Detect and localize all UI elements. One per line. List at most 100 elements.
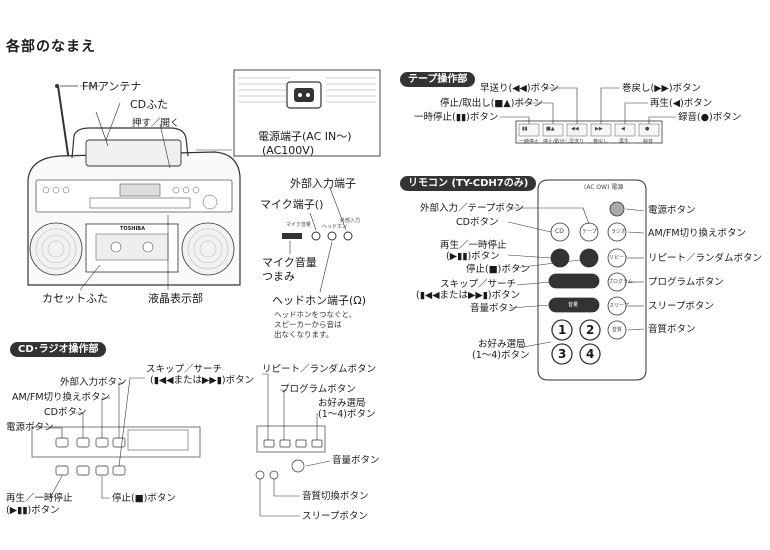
headphone-icon: Ω (353, 294, 362, 307)
cd-repeat-label: リピート／ランダムボタン (262, 364, 377, 375)
cd-ext-input-label: 外部入力ボタン (60, 377, 127, 388)
headphone-note-3: 出なくなります。 (274, 330, 334, 339)
remote-header-label: (AC OW) 電源 (584, 184, 624, 191)
remote-repeat-label: リピート／ランダムボタン (648, 253, 763, 264)
label-ext-input-terminal: 外部入力端子 (290, 177, 356, 190)
cd-play-pause-button[interactable] (56, 466, 68, 475)
remote-ext-tape-label: 外部入力／テープボタン (420, 203, 524, 214)
remote-sleep-label: スリープボタン (648, 301, 714, 312)
page-title: 各部のなまえ (6, 39, 96, 55)
remote-sound-label: 音質ボタン (648, 324, 696, 335)
brand-logo: TOSHIBA (120, 226, 145, 232)
headphone-note-2: スピーカーから音は (274, 320, 342, 329)
label-headphone-text: ヘッドホン端子( (272, 294, 354, 307)
remote-section-title: リモコン (TY-CDH7のみ) (400, 176, 537, 191)
remote-skip-label-1: スキップ／サーチ (440, 279, 517, 290)
remote-skip-label-2: (▮◀◀または▶▶▮)ボタン (416, 290, 521, 301)
remote-skip-button[interactable] (549, 274, 599, 288)
remote-preset-3[interactable]: 3 (558, 347, 567, 361)
remote-power-label: 電源ボタン (648, 205, 696, 216)
remote-stop-button[interactable] (580, 249, 598, 267)
cd-fav-label-2: (1〜4)ボタン (318, 409, 376, 420)
label-mic-terminal-end: ) (319, 198, 324, 211)
label-headphone-terminal: ヘッドホン端子(Ω) (272, 294, 366, 307)
cd-stop-button[interactable] (96, 466, 108, 475)
remote-preset-4[interactable]: 4 (586, 347, 595, 361)
remote-amfm-label: AM/FM切り換えボタン (648, 228, 747, 239)
remote-volume-button[interactable]: 音量 (568, 302, 579, 308)
label-power-terminal-1: 電源端子(AC IN〜) (258, 130, 352, 143)
remote-tape-button[interactable]: テープ (582, 229, 597, 235)
label-power-terminal-2: (AC100V) (262, 144, 315, 157)
label-headphone-end: ) (361, 294, 366, 307)
remote-preset-2[interactable]: 2 (586, 323, 595, 337)
cd-cd-button[interactable] (77, 438, 89, 447)
tape-record-button[interactable]: ● (645, 126, 650, 132)
remote-repeat-button[interactable]: リピート (609, 255, 630, 261)
label-mic-volume-2: つまみ (262, 270, 295, 283)
tape-stop-eject-button[interactable]: ■▲ (546, 126, 555, 132)
cd-sound-label: 音質切換ボタン (302, 491, 369, 502)
remote-radio-button[interactable]: ラジオ (611, 229, 626, 235)
tape-rewind-button[interactable]: ▶▶ (595, 126, 603, 132)
remote-play-pause-button[interactable] (551, 249, 569, 267)
remote-fav-label-2: (1〜4)ボタン (472, 350, 530, 361)
remote-fav-label-1: お好み選局 (478, 339, 526, 350)
tape-rewind-label: 巻戻し(▶▶)ボタン (622, 83, 702, 94)
tape-stop-eject-label: 停止/取出し(■▲)ボタン (440, 98, 543, 109)
remote-program-label: プログラムボタン (648, 277, 724, 288)
remote-sleep-button[interactable]: スリープ (609, 303, 629, 309)
remote-stop-label: 停止(■)ボタン (466, 264, 530, 275)
tape-section-title: テープ操作部 (400, 72, 476, 87)
label-lcd: 液晶表示部 (148, 292, 203, 305)
remote-play-pause-label-2: (▶▮▮)ボタン (446, 251, 500, 262)
jack-headphone-label: ヘッドホン (322, 224, 348, 230)
cd-fav-label-1: お好み選局 (318, 398, 366, 409)
cd-volume-label: 音量ボタン (332, 455, 380, 466)
label-mic-volume-1: マイク音量 (262, 256, 317, 269)
cd-play-pause-label-2: (▶▮▮)ボタン (6, 505, 60, 516)
remote-play-pause-label-1: 再生／一時停止 (440, 240, 507, 251)
label-mic-terminal-text: マイク端子( (260, 198, 320, 211)
cd-volume-knob[interactable] (292, 460, 304, 472)
cd-ext-input-button[interactable] (113, 438, 125, 447)
tape-strip-label-stop: 停止/取出し (543, 139, 570, 145)
tape-record-label: 録音(●)ボタン (678, 112, 742, 123)
cd-power-label: 電源ボタン (6, 422, 54, 433)
remote-power-button[interactable] (610, 203, 624, 215)
cd-power-button[interactable] (56, 438, 68, 447)
remote-sound-button[interactable]: 音質 (612, 327, 623, 333)
tape-strip-label-rewind: 巻戻し (593, 139, 609, 145)
remote-preset-1[interactable]: 1 (558, 323, 567, 337)
jack-mic-label: マイク音量 (286, 222, 311, 228)
cd-amfm-button[interactable] (96, 438, 108, 447)
cd-skip-label-2: (▮◀◀または▶▶▮)ボタン (150, 375, 255, 386)
label-cd-lid: CDふた (130, 98, 169, 111)
label-mic-terminal: マイク端子() (260, 198, 323, 211)
cd-program-label: プログラムボタン (280, 384, 356, 395)
tape-pause-button[interactable]: ▮▮ (522, 126, 528, 132)
cd-stop-label: 停止(■)ボタン (112, 493, 176, 504)
tape-strip-label-play: 再生 (619, 139, 630, 145)
tape-ff-label: 早送り(◀◀)ボタン (480, 83, 560, 94)
tape-strip-label-pause: 一時停止 (519, 139, 540, 145)
tape-strip-label-ff: 早送り (569, 139, 585, 145)
remote-program-button[interactable]: プログラム (608, 279, 633, 285)
tape-ff-button[interactable]: ◀◀ (571, 126, 579, 132)
cd-sleep-label: スリープボタン (302, 511, 368, 522)
tape-pause-label: 一時停止(▮▮)ボタン (414, 112, 499, 123)
jack-ext-label: 外部入力 (340, 218, 361, 224)
remote-cd-label: CDボタン (456, 217, 499, 228)
cd-skip-button[interactable] (113, 466, 125, 475)
cd-cd-label: CDボタン (44, 407, 87, 418)
cd-section-title: CD･ラジオ操作部 (10, 342, 107, 357)
tape-play-label: 再生(◀)ボタン (650, 98, 713, 109)
tape-strip-label-record: 録音 (643, 139, 654, 145)
remote-cd-button[interactable]: CD (555, 228, 564, 235)
cd-amfm-label: AM/FM切り換えボタン (12, 392, 111, 403)
label-push-open: 押す／開く (132, 118, 180, 129)
cd-skip-label-1: スキップ／サーチ (146, 364, 223, 375)
tape-play-button[interactable]: ◀ (621, 126, 625, 132)
label-cassette-lid: カセットふた (42, 292, 108, 305)
